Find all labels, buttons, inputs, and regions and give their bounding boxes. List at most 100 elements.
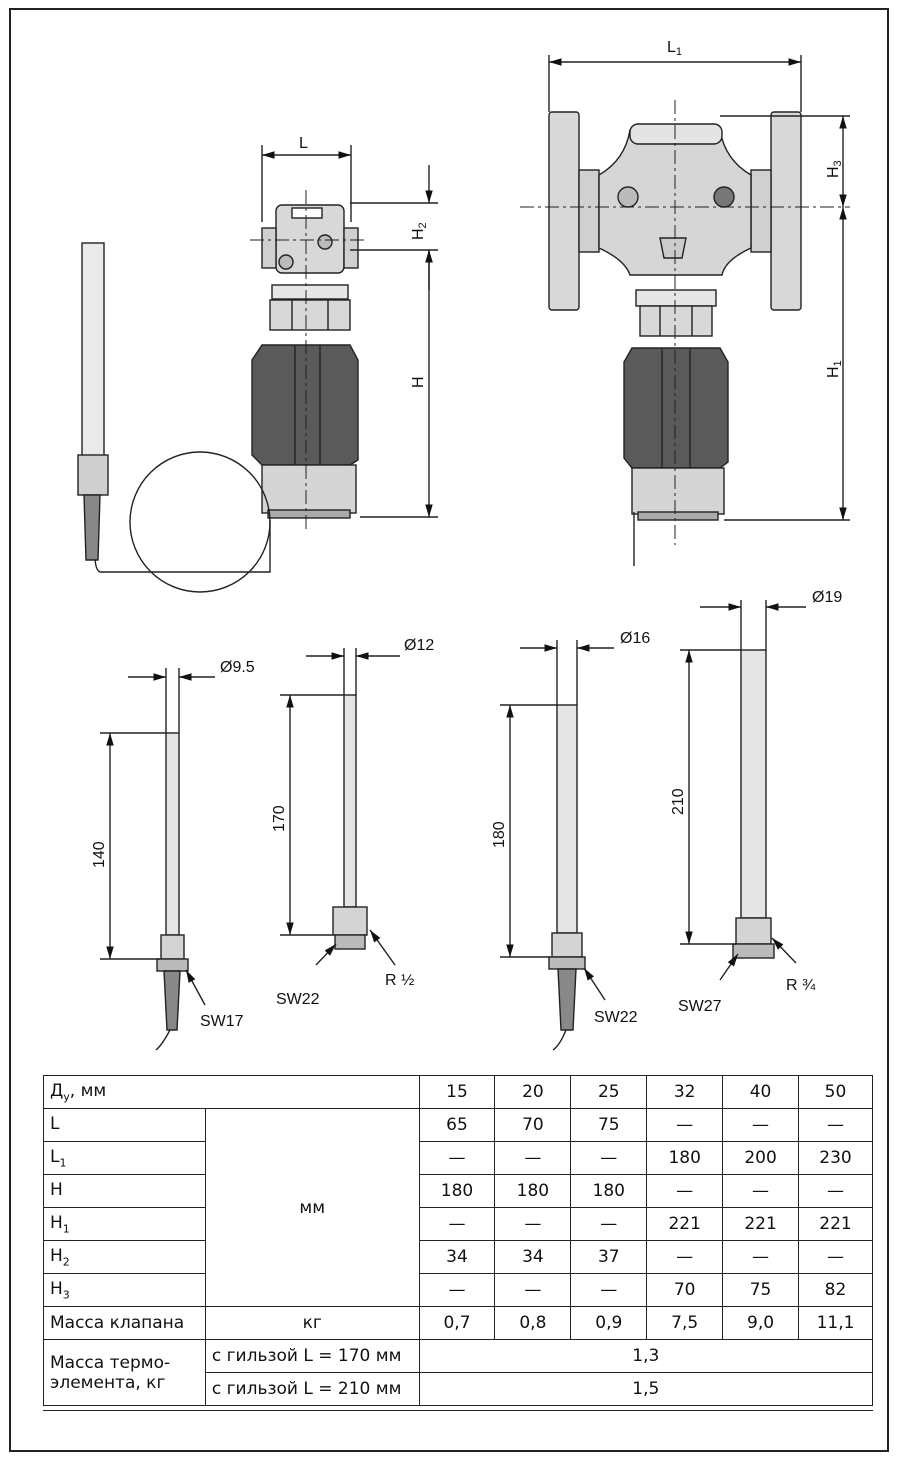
table-cell: 180 [418, 1174, 496, 1208]
table-cell: 0,9 [570, 1306, 648, 1340]
dn-cell: 50 [798, 1075, 873, 1109]
thermo-mass-value: 1,5 [418, 1372, 874, 1406]
table-cell: 200 [722, 1141, 799, 1175]
sensor-3-wrench: SW22 [594, 1009, 638, 1026]
unit-mm-cell: мм [204, 1108, 420, 1307]
sensor-1-length: 140 [91, 841, 108, 868]
row-label: L [43, 1108, 206, 1142]
sensor-4-diameter: Ø19 [812, 589, 842, 606]
table-row: L мм 65 70 75 — — — [43, 1108, 873, 1307]
table-cell: 0,8 [494, 1306, 572, 1340]
table-cell: — [646, 1108, 724, 1142]
dim-L1 [548, 55, 802, 112]
sensor-4-wrench: SW27 [678, 998, 722, 1015]
table-row: H2 34 34 37 — — — [43, 1240, 873, 1274]
table-cell: 34 [494, 1240, 572, 1274]
table-cell: 221 [798, 1207, 873, 1241]
table-cell: 0,7 [418, 1306, 496, 1340]
table-cell: — [570, 1207, 648, 1241]
row-label: H3 [43, 1273, 206, 1307]
table-cell: — [646, 1240, 724, 1274]
row-label: H1 [43, 1207, 206, 1241]
label-L: L [299, 135, 308, 152]
table-cell: — [570, 1141, 648, 1175]
page-frame [9, 8, 889, 1452]
sensor-2 [280, 648, 400, 966]
sensor-2-diameter: Ø12 [404, 637, 434, 654]
table-cell: 221 [646, 1207, 724, 1241]
table-cell: 75 [570, 1108, 648, 1142]
table-row: H3 — — — 70 75 82 [43, 1273, 873, 1307]
table-cell: — [570, 1273, 648, 1307]
table-cell: 7,5 [646, 1306, 724, 1340]
sensor-1 [100, 668, 215, 1051]
row-label: H2 [43, 1240, 206, 1274]
table-row: H 180 180 180 — — — [43, 1174, 873, 1208]
table-cell: — [798, 1240, 873, 1274]
unit-kg-cell: кг [204, 1306, 420, 1340]
dn-cell: 32 [646, 1075, 724, 1109]
table-cell: — [798, 1174, 873, 1208]
table-cell: — [722, 1240, 799, 1274]
sensor-4-thread: R ¾ [786, 977, 816, 994]
table-cell: 9,0 [722, 1306, 799, 1340]
table-cell: — [494, 1207, 572, 1241]
dim-H3-H1 [720, 115, 850, 521]
table-cell: 65 [418, 1108, 496, 1142]
table-row: L1 — — — 180 200 230 [43, 1141, 873, 1175]
label-H: H [410, 376, 427, 388]
thermo-condition: с гильзой L = 210 мм [204, 1372, 420, 1406]
table-row: H1 — — — 221 221 221 [43, 1207, 873, 1241]
thermo-mass-row: Масса термо-элемента, кг с гильзой L = 1… [43, 1339, 874, 1406]
table-cell: 75 [722, 1273, 799, 1307]
sensor-3-length: 180 [491, 821, 508, 848]
dim-H2-H [350, 165, 438, 518]
page-cut-line [43, 1410, 873, 1423]
table-cell: — [798, 1108, 873, 1142]
table-cell: — [418, 1273, 496, 1307]
table-cell: 180 [494, 1174, 572, 1208]
thermo-condition: с гильзой L = 170 мм [204, 1339, 420, 1373]
sensor-2-wrench: SW22 [276, 991, 320, 1008]
label-H1: H1 [825, 360, 844, 378]
table-cell: 34 [418, 1240, 496, 1274]
sensor-1-diameter: Ø9.5 [220, 659, 255, 676]
technical-drawing: L L1 H H2 H3 H1 Ø9.5 140 SW17 Ø12 170 SW… [77, 39, 850, 1051]
table-cell: 70 [646, 1273, 724, 1307]
table-cell: 70 [494, 1108, 572, 1142]
thermo-mass-label: Масса термо-элемента, кг [43, 1339, 206, 1406]
label-L1: L1 [667, 39, 682, 58]
thermo-mass-value: 1,3 [418, 1339, 874, 1373]
table-cell: — [494, 1273, 572, 1307]
table-cell: — [722, 1174, 799, 1208]
dn-cell: 20 [494, 1075, 572, 1109]
dn-cell: 15 [418, 1075, 496, 1109]
sensor-2-length: 170 [271, 805, 288, 832]
dn-cell: 25 [570, 1075, 648, 1109]
header-dn-label: Ду, мм [43, 1075, 420, 1109]
table-header-row: Ду, мм 15 20 25 32 40 50 [43, 1075, 873, 1109]
sensor-4 [680, 600, 806, 981]
table-cell: — [418, 1141, 496, 1175]
table-cell: 180 [646, 1141, 724, 1175]
thermo-mass-row: с гильзой L = 210 мм 1,5 [44, 1372, 874, 1406]
sensor-4-length: 210 [670, 788, 687, 815]
table-cell: 11,1 [798, 1306, 873, 1340]
table-cell: 180 [570, 1174, 648, 1208]
dn-cell: 40 [722, 1075, 799, 1109]
table-cell: — [722, 1108, 799, 1142]
table-cell: 230 [798, 1141, 873, 1175]
table-cell: 37 [570, 1240, 648, 1274]
dim-L [261, 145, 352, 222]
table-cell: — [494, 1141, 572, 1175]
sensor-2-thread: R ½ [385, 972, 414, 989]
row-label: L1 [43, 1141, 206, 1175]
sensor-3-diameter: Ø16 [620, 630, 650, 647]
sensor-1-wrench: SW17 [200, 1013, 244, 1030]
table-cell: 82 [798, 1273, 873, 1307]
small-valve-drawing [77, 204, 359, 593]
label-H2: H2 [410, 222, 429, 240]
sensor-3 [500, 640, 614, 1051]
table-cell: — [418, 1207, 496, 1241]
dimensions-table: Ду, мм 15 20 25 32 40 50 L мм 65 70 75 —… [43, 1075, 874, 1406]
